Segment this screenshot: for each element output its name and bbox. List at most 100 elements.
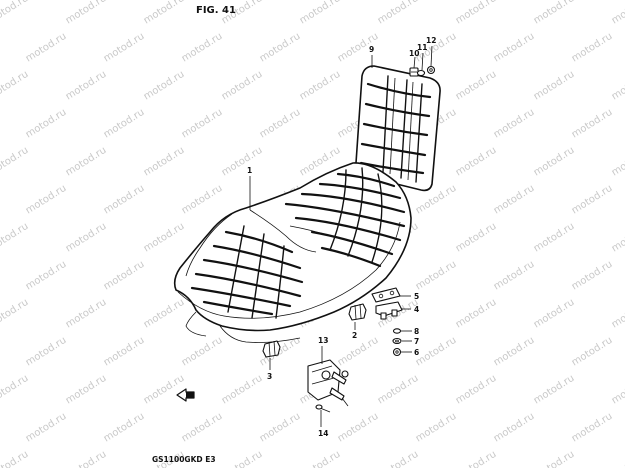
watermark-text: motod.ru — [570, 183, 615, 217]
callout-3: 3 — [267, 372, 272, 381]
watermark-text: motod.ru — [570, 411, 615, 445]
watermark-text: motod.ru — [454, 69, 499, 103]
backrest-fastener-10 — [409, 67, 419, 77]
seat-bracket-4 — [375, 301, 403, 320]
watermark-text: motod.ru — [142, 0, 187, 27]
callout-2: 2 — [352, 331, 357, 340]
watermark-text: motod.ru — [142, 221, 187, 255]
watermark-text: motod.ru — [376, 373, 421, 407]
backrest — [355, 65, 441, 192]
watermark-text: motod.ru — [180, 411, 225, 445]
callout-10: 10 — [409, 49, 419, 58]
watermark-text: motod.ru — [298, 69, 343, 103]
watermark-text: motod.ru — [610, 221, 625, 255]
watermark-text: motod.ru — [454, 221, 499, 255]
seat-assembly — [173, 162, 412, 343]
watermark-text: motod.ru — [258, 107, 303, 141]
watermark-text: motod.ru — [532, 0, 577, 27]
callout-8: 8 — [414, 327, 419, 336]
callout-4: 4 — [414, 305, 419, 314]
callout-5: 5 — [414, 292, 419, 301]
watermark-text: motod.ru — [24, 183, 69, 217]
watermark-text: motod.ru — [24, 107, 69, 141]
watermark-text: motod.ru — [532, 297, 577, 331]
watermark-text: motod.ru — [220, 449, 265, 468]
callout-14: 14 — [318, 429, 328, 438]
seat-damper-3 — [262, 340, 281, 358]
backrest-nut-12 — [426, 65, 436, 75]
watermark-text: motod.ru — [610, 297, 625, 331]
callout-7: 7 — [414, 337, 419, 346]
watermark-text: motod.ru — [258, 31, 303, 65]
watermark-text: motod.ru — [64, 297, 109, 331]
watermark-text: motod.ru — [610, 373, 625, 407]
figure-title: FIG. 41 — [196, 5, 236, 16]
watermark-text: motod.ru — [64, 0, 109, 27]
watermark-text: motod.ru — [532, 69, 577, 103]
watermark-text: motod.ru — [610, 69, 625, 103]
watermark-text: motod.ru — [376, 449, 421, 468]
washer-7 — [392, 337, 402, 345]
watermark-text: motod.ru — [454, 145, 499, 179]
watermark-text: motod.ru — [336, 335, 381, 369]
watermark-text: motod.ru — [142, 145, 187, 179]
nut-6 — [392, 347, 402, 357]
watermark-text: motod.ru — [220, 69, 265, 103]
watermark-text: motod.ru — [570, 107, 615, 141]
watermark-text: motod.ru — [532, 449, 577, 468]
watermark-text: motod.ru — [610, 145, 625, 179]
watermark-text: motod.ru — [492, 411, 537, 445]
watermark-text: motod.ru — [0, 449, 30, 468]
watermark-text: motod.ru — [570, 31, 615, 65]
watermark-text: motod.ru — [180, 335, 225, 369]
watermark-text: motod.ru — [64, 449, 109, 468]
seat-hook-5 — [371, 287, 401, 303]
watermark-text: motod.ru — [142, 69, 187, 103]
callout-1: 1 — [247, 166, 252, 175]
watermark-text: motod.ru — [258, 411, 303, 445]
watermark-text: motod.ru — [64, 221, 109, 255]
watermark-text: motod.ru — [454, 297, 499, 331]
watermark-text: motod.ru — [298, 449, 343, 468]
watermark-text: motod.ru — [454, 373, 499, 407]
watermark-text: motod.ru — [102, 411, 147, 445]
watermark-text: motod.ru — [220, 145, 265, 179]
callout-12: 12 — [426, 36, 436, 45]
watermark-text: motod.ru — [102, 183, 147, 217]
watermark-text: motod.ru — [454, 449, 499, 468]
watermark-text: motod.ru — [102, 259, 147, 293]
watermark-text: motod.ru — [0, 373, 30, 407]
watermark-text: motod.ru — [492, 31, 537, 65]
watermark-text: motod.ru — [64, 69, 109, 103]
watermark-text: motod.ru — [492, 335, 537, 369]
watermark-text: motod.ru — [414, 411, 459, 445]
watermark-text: motod.ru — [336, 411, 381, 445]
callout-11: 11 — [417, 43, 427, 52]
callout-13: 13 — [318, 336, 328, 345]
watermark-text: motod.ru — [532, 221, 577, 255]
watermark-text: motod.ru — [570, 259, 615, 293]
bolt-8 — [392, 328, 410, 334]
watermark-text: motod.ru — [24, 411, 69, 445]
watermark-text: motod.ru — [142, 297, 187, 331]
watermark-text: motod.ru — [492, 183, 537, 217]
watermark-text: motod.ru — [64, 373, 109, 407]
leader-lines — [249, 45, 433, 427]
watermark-text: motod.ru — [0, 145, 30, 179]
watermark-text: motod.ru — [532, 145, 577, 179]
watermark-text: motod.ru — [102, 31, 147, 65]
screw-14 — [315, 404, 331, 413]
callout-9: 9 — [369, 45, 374, 54]
watermark-text: motod.ru — [492, 107, 537, 141]
watermark-text: motod.ru — [570, 335, 615, 369]
watermark-text: motod.ru — [180, 183, 225, 217]
watermark-text: motod.ru — [102, 107, 147, 141]
watermark-text: motod.ru — [64, 145, 109, 179]
watermark-text: motod.ru — [376, 0, 421, 27]
watermark-text: motod.ru — [102, 335, 147, 369]
watermark-text: motod.ru — [180, 107, 225, 141]
watermark-text: motod.ru — [220, 373, 265, 407]
front-direction-arrow — [176, 388, 195, 402]
watermark-text: motod.ru — [0, 221, 30, 255]
